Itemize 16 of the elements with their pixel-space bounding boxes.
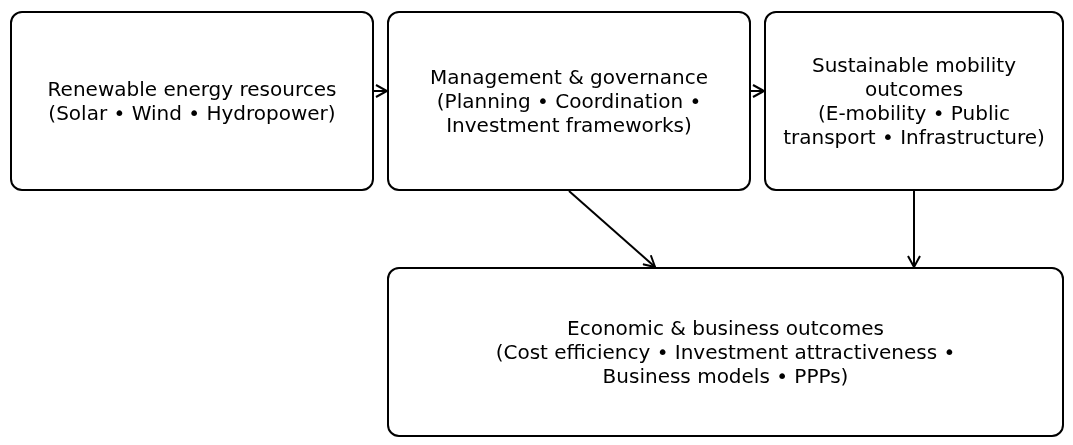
box-details: (Cost efficiency • Investment attractiveness • Business models • PPPs) <box>494 340 957 388</box>
arrow <box>750 84 765 98</box>
arrow <box>568 190 657 268</box>
box-details: (Planning • Coordination • Investment frameworks) <box>435 89 703 137</box>
box-title: Sustainable mobility outcomes <box>810 53 1018 101</box>
process-box <box>387 267 1064 437</box>
box-details: (E-mobility • Public transport • Infrastructure) <box>782 101 1046 149</box>
process-box <box>764 11 1064 191</box>
box-details: (Solar • Wind • Hydropower) <box>48 101 336 125</box>
process-box <box>387 11 751 191</box>
box-title: Management & governance <box>430 65 708 89</box>
arrow <box>907 190 921 268</box>
box-title: Economic & business outcomes <box>567 316 884 340</box>
arrow <box>373 84 388 98</box>
process-box <box>10 11 374 191</box>
box-title: Renewable energy resources <box>47 77 337 101</box>
